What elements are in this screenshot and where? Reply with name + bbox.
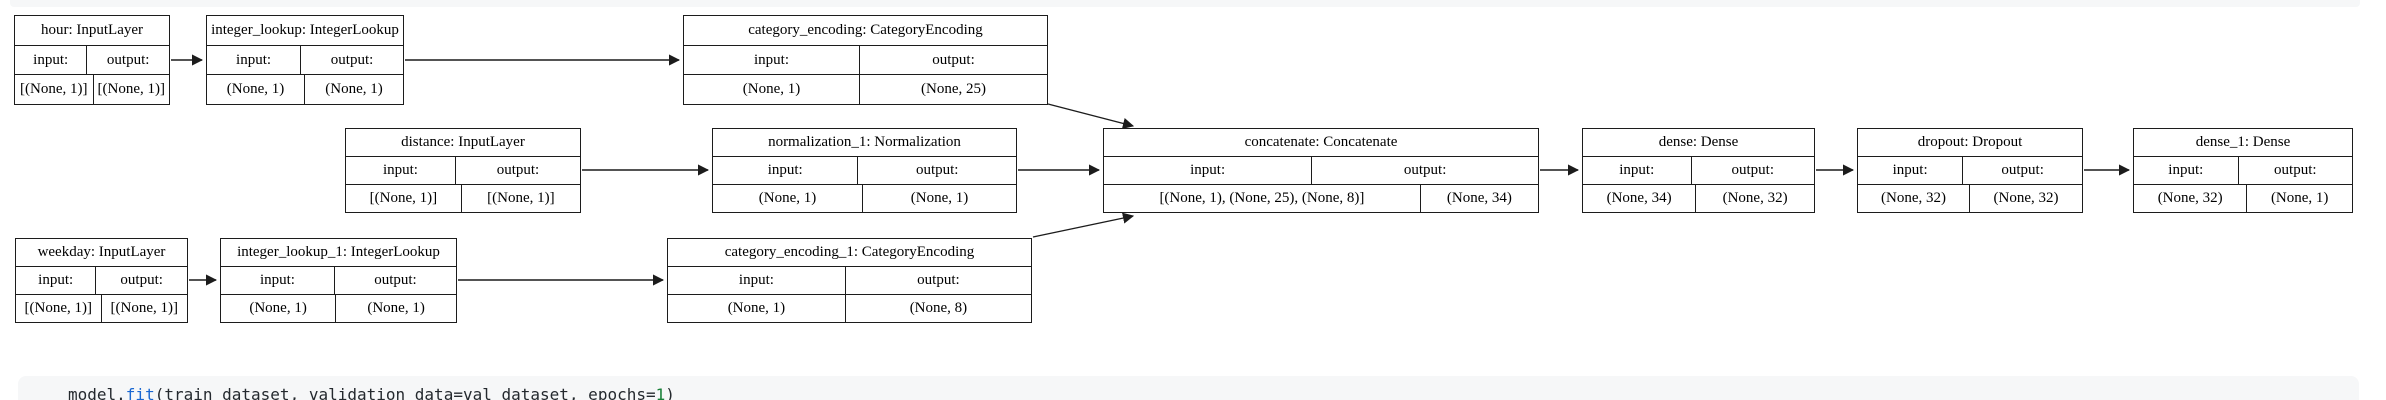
layer-output-label: output: bbox=[915, 162, 959, 178]
layer-input-label: input: bbox=[1583, 157, 1692, 184]
layer-input-label: input: bbox=[1858, 157, 1964, 184]
layer-output-shape: (None, 1) bbox=[325, 81, 383, 98]
layer-output-label: output: bbox=[1403, 162, 1447, 178]
layer-input-shape: [(None, 1)] bbox=[15, 75, 94, 105]
layer-input-shape: [(None, 1)] bbox=[346, 185, 462, 212]
layer-output-label: output: bbox=[1731, 162, 1775, 178]
layer-title: integer_lookup_1: IntegerLookup bbox=[221, 239, 456, 267]
code-cell[interactable]: model.fit(train_dataset, validation_data… bbox=[18, 376, 2359, 400]
layer-input-label: input: bbox=[15, 45, 88, 75]
layer-input-label: input: bbox=[713, 157, 859, 184]
layer-input-label: input: bbox=[346, 157, 456, 184]
layer-input-label: input: bbox=[2134, 157, 2239, 184]
layer-input-shape: (None, 32) bbox=[2134, 185, 2248, 212]
layer-title: dense_1: Dense bbox=[2134, 129, 2352, 157]
layer-title: distance: InputLayer bbox=[346, 129, 580, 157]
layer-node-dense: dense: Dense input: output: (None, 34) (… bbox=[1582, 128, 1815, 213]
code-token-plain[interactable]: ) bbox=[665, 385, 675, 400]
layer-title: dense: Dense bbox=[1583, 129, 1814, 157]
layer-output-label: output: bbox=[2001, 162, 2044, 178]
edge-category_encoding_1-to-concatenate bbox=[1032, 212, 1135, 238]
model-diagram: hour: InputLayer input: output: [(None, … bbox=[14, 15, 2353, 323]
code-token-number[interactable]: 1 bbox=[655, 385, 666, 400]
layer-node-dropout: dropout: Dropout input: output: (None, 3… bbox=[1857, 128, 2083, 213]
code-token-plain[interactable]: model. bbox=[68, 385, 126, 400]
layer-title: concatenate: Concatenate bbox=[1104, 129, 1538, 157]
layer-node-category_encoding_1: category_encoding_1: CategoryEncoding in… bbox=[667, 238, 1032, 323]
layer-input-label: input: bbox=[16, 267, 97, 294]
layer-output-shape: [(None, 1)] bbox=[110, 300, 178, 316]
layer-title: hour: InputLayer bbox=[15, 16, 169, 46]
layer-output-shape: [(None, 1)] bbox=[97, 81, 165, 98]
layer-title: dropout: Dropout bbox=[1858, 129, 2082, 157]
layer-output-shape: (None, 34) bbox=[1446, 190, 1512, 206]
edge-category_encoding-to-concatenate bbox=[1047, 103, 1135, 129]
layer-input-shape: (None, 1) bbox=[221, 295, 337, 322]
layer-input-shape: (None, 1) bbox=[207, 75, 305, 105]
layer-output-shape: (None, 8) bbox=[909, 300, 968, 316]
layer-input-label: input: bbox=[1104, 157, 1313, 184]
layer-output-shape: (None, 32) bbox=[1993, 190, 2059, 206]
layer-title: normalization_1: Normalization bbox=[713, 129, 1016, 157]
layer-output-label: output: bbox=[106, 51, 150, 68]
layer-node-distance: distance: InputLayer input: output: [(No… bbox=[345, 128, 581, 213]
layer-output-label: output: bbox=[330, 51, 374, 68]
layer-input-shape: (None, 1) bbox=[713, 185, 863, 212]
layer-output-label: output: bbox=[120, 272, 163, 288]
layer-node-integer_lookup_1: integer_lookup_1: IntegerLookup input: o… bbox=[220, 238, 457, 323]
layer-output-shape: (None, 1) bbox=[910, 190, 969, 206]
layer-node-concatenate: concatenate: Concatenate input: output: … bbox=[1103, 128, 1539, 213]
layer-input-shape: [(None, 1), (None, 25), (None, 8)] bbox=[1104, 185, 1421, 212]
code-token-function[interactable]: fit bbox=[125, 385, 155, 400]
layer-input-shape: (None, 34) bbox=[1583, 185, 1697, 212]
layer-input-label: input: bbox=[684, 45, 861, 75]
layer-output-shape: (None, 32) bbox=[1722, 190, 1788, 206]
previous-cell-strip bbox=[10, 0, 2360, 7]
layer-node-dense_1: dense_1: Dense input: output: (None, 32)… bbox=[2133, 128, 2353, 213]
layer-input-shape: (None, 1) bbox=[668, 295, 846, 322]
layer-output-label: output: bbox=[2274, 162, 2317, 178]
layer-output-shape: [(None, 1)] bbox=[487, 190, 555, 206]
layer-output-shape: (None, 25) bbox=[921, 81, 987, 98]
layer-output-shape: (None, 1) bbox=[2270, 190, 2329, 206]
layer-node-normalization_1: normalization_1: Normalization input: ou… bbox=[712, 128, 1017, 213]
layer-output-label: output: bbox=[917, 272, 960, 288]
layer-node-integer_lookup: integer_lookup: IntegerLookup input: out… bbox=[206, 15, 404, 105]
layer-input-label: input: bbox=[221, 267, 335, 294]
layer-input-shape: (None, 32) bbox=[1858, 185, 1970, 212]
code-token-plain[interactable]: (train_dataset, validation_data=val_data… bbox=[154, 385, 656, 400]
layer-input-shape: [(None, 1)] bbox=[16, 295, 102, 322]
layer-output-label: output: bbox=[496, 162, 540, 178]
layer-input-label: input: bbox=[207, 45, 302, 75]
layer-title: category_encoding_1: CategoryEncoding bbox=[668, 239, 1031, 267]
layer-node-category_encoding: category_encoding: CategoryEncoding inpu… bbox=[683, 15, 1048, 105]
layer-node-weekday: weekday: InputLayer input: output: [(Non… bbox=[15, 238, 188, 323]
layer-output-shape: (None, 1) bbox=[367, 300, 425, 316]
layer-input-label: input: bbox=[668, 267, 846, 294]
layer-title: integer_lookup: IntegerLookup bbox=[207, 16, 403, 46]
code-line[interactable]: model.fit(train_dataset, validation_data… bbox=[18, 384, 2359, 400]
layer-input-shape: (None, 1) bbox=[684, 75, 861, 105]
layer-node-hour: hour: InputLayer input: output: [(None, … bbox=[14, 15, 170, 105]
layer-output-label: output: bbox=[374, 272, 417, 288]
layer-title: category_encoding: CategoryEncoding bbox=[684, 16, 1047, 46]
layer-title: weekday: InputLayer bbox=[16, 239, 187, 267]
layer-output-label: output: bbox=[932, 51, 975, 68]
